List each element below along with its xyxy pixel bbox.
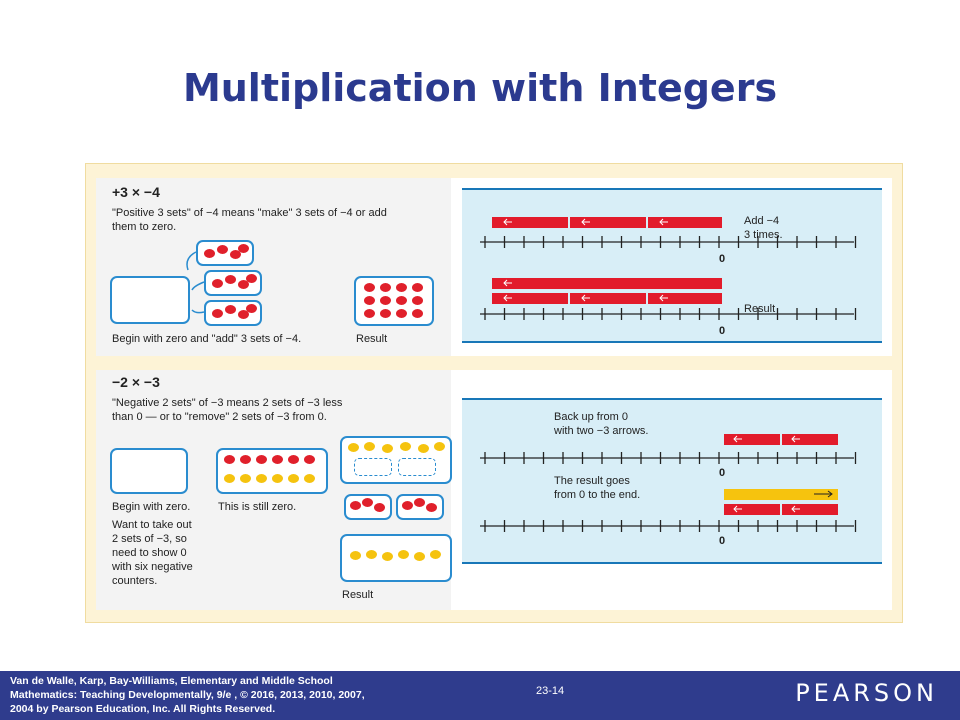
number-line-panel-1: Add −4 3 times. Result 0 0 bbox=[462, 188, 882, 343]
panel-2-caption-still: This is still zero. bbox=[218, 501, 297, 513]
zero-label-1a: 0 bbox=[719, 253, 726, 265]
result-arrow-pos6 bbox=[724, 489, 838, 500]
zero-box bbox=[110, 276, 190, 324]
slide-title: Multiplication with Integers bbox=[182, 66, 778, 110]
citation-line1: Van de Walle, Karp, Bay-Williams, Elemen… bbox=[10, 675, 333, 687]
zero-label-1b: 0 bbox=[719, 325, 726, 337]
citation: Van de Walle, Karp, Bay-Williams, Elemen… bbox=[10, 674, 490, 716]
panel-2-caption-begin: Begin with zero. bbox=[112, 501, 191, 513]
arrow-neg3-3 bbox=[724, 504, 780, 515]
pearson-logo: PEARSON bbox=[795, 679, 938, 707]
panel-1-header: +3 × −4 bbox=[112, 184, 160, 200]
numline-2-note4: from 0 to the end. bbox=[554, 489, 641, 501]
number-line-panel-2: Back up from 0 with two −3 arrows. The r… bbox=[462, 398, 882, 564]
panel-1-caption-begin: Begin with zero and "add" 3 sets of −4. bbox=[112, 333, 302, 345]
zero-label-2b: 0 bbox=[719, 535, 726, 547]
removed-set-2 bbox=[396, 494, 444, 520]
zero-pairs-box bbox=[216, 448, 328, 494]
removed-set-1 bbox=[344, 494, 392, 520]
slide-footer: Van de Walle, Karp, Bay-Williams, Elemen… bbox=[0, 671, 960, 720]
panel-2-caption-want4: with six negative bbox=[112, 561, 193, 573]
counter-model-panel-1: +3 × −4 "Positive 3 sets" of −4 means "m… bbox=[96, 178, 451, 356]
panel-2-caption-want5: counters. bbox=[112, 575, 158, 587]
arrow-neg4-3 bbox=[648, 217, 722, 228]
panel-negative-times-negative: −2 × −3 "Negative 2 sets" of −3 means 2 … bbox=[96, 370, 892, 610]
arrow-neg3-2 bbox=[782, 434, 838, 445]
page-number: 23-14 bbox=[536, 685, 565, 697]
arrow-neg4-1 bbox=[492, 217, 568, 228]
citation-line3: 2004 by Pearson Education, Inc. All Righ… bbox=[10, 703, 276, 715]
numline-2-note2: with two −3 arrows. bbox=[554, 425, 649, 437]
zero-label-2a: 0 bbox=[719, 467, 726, 479]
numline-1-result: Result bbox=[744, 303, 776, 315]
panel-1-text-line1: "Positive 3 sets" of −4 means "make" 3 s… bbox=[112, 207, 387, 219]
arrow-neg3-4 bbox=[782, 504, 838, 515]
panel-2-caption-want1: Want to take out bbox=[112, 519, 192, 531]
arrows-into-zero bbox=[186, 251, 205, 314]
arrow-neg4-6 bbox=[648, 293, 722, 304]
set-box-1 bbox=[196, 240, 254, 266]
panel-2-caption-want2: 2 sets of −3, so bbox=[112, 533, 187, 545]
arrow-neg4-4 bbox=[492, 293, 568, 304]
set-box-2 bbox=[204, 270, 262, 296]
panel-2-text-line1: "Negative 2 sets" of −3 means 2 sets of … bbox=[112, 397, 343, 409]
result-box-1 bbox=[354, 276, 434, 326]
result-box-2 bbox=[340, 534, 452, 582]
zero-box-2 bbox=[110, 448, 188, 494]
panel-1-caption-result: Result bbox=[356, 333, 388, 345]
numline-2-note1: Back up from 0 bbox=[554, 411, 628, 423]
number-lines-1 bbox=[480, 218, 857, 320]
counter-model-panel-2: −2 × −3 "Negative 2 sets" of −3 means 2 … bbox=[96, 370, 452, 610]
panel-2-header: −2 × −3 bbox=[112, 374, 160, 390]
numline-1-note2: 3 times. bbox=[744, 229, 783, 241]
result-arrow-neg12 bbox=[492, 278, 722, 289]
panel-1-text-line2: them to zero. bbox=[112, 221, 177, 233]
figure: +3 × −4 "Positive 3 sets" of −4 means "m… bbox=[85, 163, 903, 623]
citation-line2: Mathematics: Teaching Developmentally, 9… bbox=[10, 689, 365, 701]
arrow-neg4-2 bbox=[570, 217, 646, 228]
remove-box bbox=[340, 436, 452, 484]
numline-1-note1: Add −4 bbox=[744, 215, 780, 227]
arrow-neg4-5 bbox=[570, 293, 646, 304]
panel-2-caption-want3: need to show 0 bbox=[112, 547, 187, 559]
panel-2-text-line2: than 0 — or to "remove" 2 sets of −3 fro… bbox=[112, 411, 327, 423]
panel-2-caption-result: Result bbox=[342, 589, 374, 601]
arrow-neg3-1 bbox=[724, 434, 780, 445]
panel-positive-times-negative: +3 × −4 "Positive 3 sets" of −4 means "m… bbox=[96, 178, 892, 356]
set-box-3 bbox=[204, 300, 262, 326]
numline-2-note3: The result goes bbox=[554, 475, 630, 487]
number-lines-2 bbox=[480, 435, 857, 532]
